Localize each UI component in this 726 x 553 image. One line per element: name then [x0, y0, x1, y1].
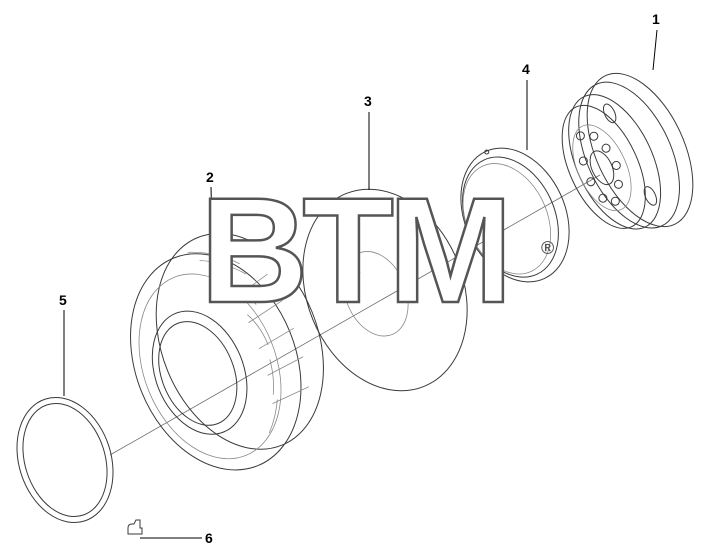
callout-6: 6	[205, 530, 213, 546]
callout-5: 5	[59, 292, 67, 308]
part-valve	[127, 519, 143, 535]
leader-lines	[63, 29, 658, 539]
callout-4: 4	[522, 61, 530, 77]
btm-watermark: BTM ®	[199, 165, 555, 336]
callout-labels: 1 2 3 4 5 6	[59, 11, 660, 546]
callout-3: 3	[364, 93, 372, 109]
part-wheel-rim	[561, 72, 694, 230]
callout-1: 1	[652, 11, 660, 27]
callout-2: 2	[206, 169, 214, 185]
part-tyre	[130, 232, 324, 471]
watermark-registered-mark: ®	[541, 238, 554, 258]
part-lock-ring	[460, 147, 570, 283]
part-inner-tube	[302, 188, 468, 392]
part-rim-flap	[16, 396, 114, 524]
assembly-axis	[109, 174, 601, 456]
watermark-text: BTM	[200, 166, 507, 334]
